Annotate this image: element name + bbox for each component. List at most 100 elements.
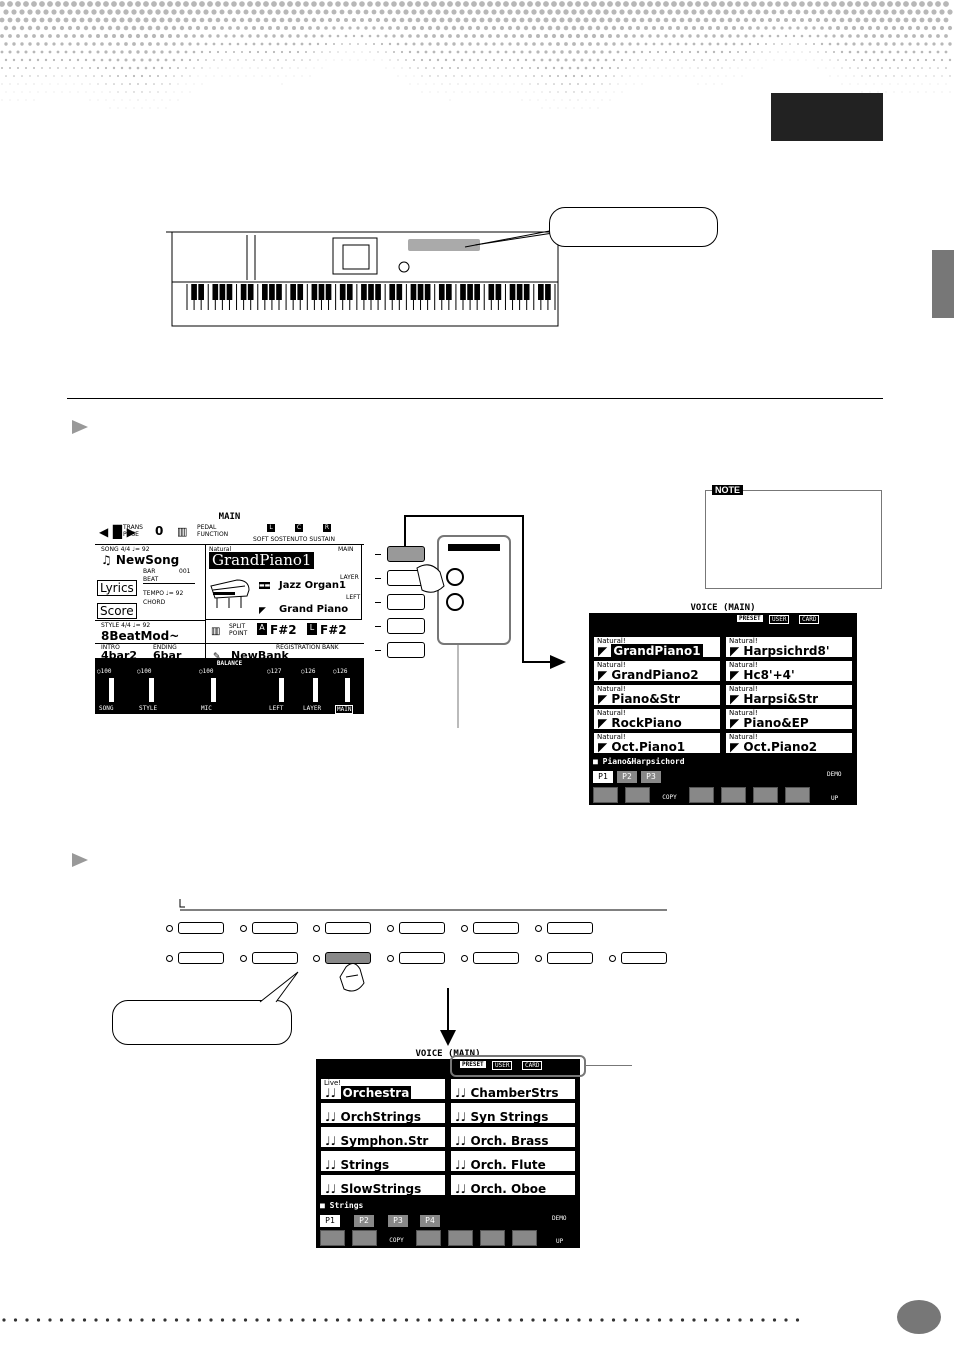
transpose-value[interactable]: 0 [155, 524, 164, 538]
page-2-tab[interactable]: P2 [354, 1215, 374, 1227]
soft-button-7[interactable] [512, 1230, 537, 1246]
tab-user[interactable]: USER [492, 1061, 513, 1070]
voice-category-button[interactable] [252, 952, 298, 964]
voice-name: Orch. Oboe [470, 1182, 547, 1196]
ending-value[interactable]: 6bar [153, 649, 182, 662]
voice-category-button[interactable] [473, 952, 519, 964]
voice-cell[interactable]: Natural!◤ RockPiano [593, 708, 721, 730]
voice-category-button[interactable] [547, 952, 593, 964]
page-3-tab[interactable]: P3 [641, 771, 661, 783]
voice-cell[interactable]: Live!♩♩ Orchestra [320, 1078, 446, 1100]
copy-button[interactable]: COPY [384, 1230, 409, 1246]
voice-cell[interactable]: Natural!◤ Harpsi&Str [725, 684, 853, 706]
soft-button-6[interactable] [480, 1230, 505, 1246]
regbank-icon: ✎ [213, 652, 221, 662]
voice-cell[interactable]: Natural!◤ Harpsichrd8' [725, 636, 853, 658]
lyrics-button[interactable]: Lyrics [97, 580, 137, 596]
voice-category-button[interactable] [621, 952, 667, 964]
soft-button-5[interactable] [448, 1230, 473, 1246]
voice-button-3[interactable] [387, 594, 425, 610]
voice-name: Orch. Brass [470, 1134, 549, 1148]
layer-voice-name[interactable]: Jazz Organ1 [279, 580, 347, 591]
page-3-tab[interactable]: P3 [388, 1215, 408, 1227]
layer-tag: LAYER [340, 574, 359, 581]
soft-button-2[interactable] [625, 787, 650, 803]
split-point-a[interactable]: F#2 [270, 623, 297, 637]
voice-cell[interactable]: Natural!◤ GrandPiano1 [593, 636, 721, 658]
tab-card[interactable]: CARD [799, 615, 820, 624]
page-1-tab[interactable]: P1 [320, 1215, 340, 1227]
page-1-tab[interactable]: P1 [593, 771, 613, 783]
voice-category-button[interactable] [178, 922, 224, 934]
song-name[interactable]: ♫ NewSong [101, 553, 180, 567]
voice-cell[interactable]: ♩♩ Orch. Oboe [450, 1174, 576, 1196]
soft-button-6[interactable] [753, 787, 778, 803]
balance-label: STYLE [139, 705, 158, 712]
button-led [461, 925, 468, 932]
demo-button[interactable]: DEMO [827, 771, 842, 778]
voice-category-button[interactable] [399, 952, 445, 964]
main-voice-name[interactable]: GrandPiano1 [209, 552, 315, 569]
voice-cell[interactable]: Natural!◤ Oct.Piano1 [593, 732, 721, 754]
voice-name: Oct.Piano2 [743, 740, 818, 754]
voice-cell[interactable]: Natural!◤ Hc8'+4' [725, 660, 853, 682]
voice-cell[interactable]: ♩♩ Symphon.Str [320, 1126, 446, 1148]
voice-cell[interactable]: ♩♩ ChamberStrs [450, 1078, 576, 1100]
soft-button-5[interactable] [721, 787, 746, 803]
up-button[interactable]: UP [556, 1238, 564, 1245]
soft-button-7[interactable] [785, 787, 810, 803]
style-name[interactable]: 8BeatMod~ [101, 629, 180, 643]
left-voice-name[interactable]: Grand Piano [279, 604, 349, 615]
soft-button-2[interactable] [352, 1230, 377, 1246]
voice-cell[interactable]: ♩♩ OrchStrings [320, 1102, 446, 1124]
demo-button[interactable]: DEMO [552, 1215, 567, 1222]
voice-category-button[interactable] [399, 922, 445, 934]
voice-button-5[interactable] [387, 642, 425, 658]
voice-cell[interactable]: Natural!◤ Piano&EP [725, 708, 853, 730]
voice-name: Harpsi&Str [743, 692, 819, 706]
tab-preset[interactable]: PRESET [460, 1061, 486, 1068]
voice-button-piano[interactable] [387, 546, 425, 562]
intro-value[interactable]: 4bar2 [101, 649, 138, 662]
soft-button-1[interactable] [593, 787, 618, 803]
tab-preset[interactable]: PRESET [737, 615, 763, 622]
balance-value: ○126 [301, 668, 316, 675]
voice-category-button[interactable] [473, 922, 519, 934]
voice-cell[interactable]: Natural!◤ GrandPiano2 [593, 660, 721, 682]
score-button[interactable]: Score [97, 603, 137, 619]
balance-value: ○100 [97, 668, 112, 675]
voice-category-button[interactable] [547, 922, 593, 934]
page-4-tab[interactable]: P4 [420, 1215, 440, 1227]
soft-button-4[interactable] [416, 1230, 441, 1246]
voice-category-button[interactable] [178, 952, 224, 964]
voice-button-4[interactable] [387, 618, 425, 634]
voice-cell[interactable]: ♩♩ Orch. Brass [450, 1126, 576, 1148]
voice-cell[interactable]: ♩♩ Strings [320, 1150, 446, 1172]
voice-cell[interactable]: Natural!◤ Piano&Str [593, 684, 721, 706]
voice-area[interactable] [205, 544, 362, 620]
tab-user[interactable]: USER [769, 615, 790, 624]
voice-cell[interactable]: Natural!◤ Oct.Piano2 [725, 732, 853, 754]
voice-name-row: ◤ RockPiano [598, 716, 682, 730]
voice-cell[interactable]: ♩♩ Orch. Flute [450, 1150, 576, 1172]
voice-category-button[interactable] [325, 922, 371, 934]
split-point-l[interactable]: F#2 [320, 623, 347, 637]
up-button[interactable]: UP [831, 795, 839, 802]
soft-button-1[interactable] [320, 1230, 345, 1246]
voice-strings-button[interactable] [325, 952, 371, 964]
soft-button-4[interactable] [689, 787, 714, 803]
voice-cell[interactable]: ♩♩ Syn Strings [450, 1102, 576, 1124]
regbank-value[interactable]: NewBank [231, 649, 289, 662]
voice-name: SlowStrings [340, 1182, 422, 1196]
copy-button[interactable]: COPY [657, 787, 682, 803]
tab-card[interactable]: CARD [522, 1061, 543, 1070]
voice-category-button[interactable] [252, 922, 298, 934]
page-2-tab[interactable]: P2 [617, 771, 637, 783]
voice-cell[interactable]: ♩♩ SlowStrings [320, 1174, 446, 1196]
